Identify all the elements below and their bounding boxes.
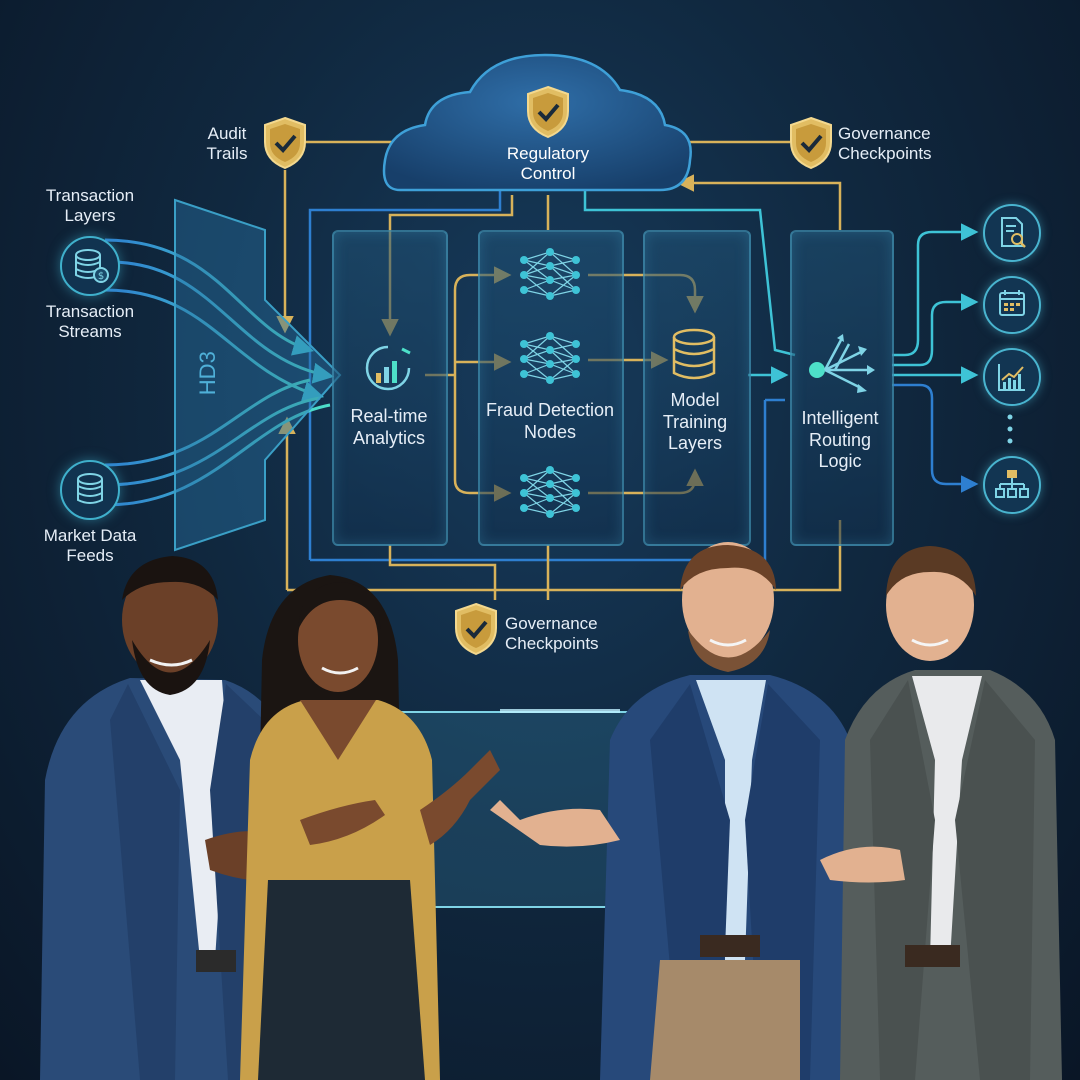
market-data-feeds-label: Market Data Feeds — [43, 526, 137, 566]
audit-shield-icon — [264, 116, 306, 170]
svg-text:$: $ — [98, 271, 104, 282]
line-chart-icon — [983, 348, 1041, 406]
regulatory-shield-icon — [527, 85, 569, 139]
governance-top-label: Governance Checkpoints — [838, 124, 932, 164]
analytics-chart-icon — [365, 345, 411, 391]
governance-bottom-shield-icon — [455, 602, 497, 656]
hierarchy-icon — [983, 456, 1041, 514]
transaction-database-icon: $ — [60, 236, 120, 296]
neural-network-icon-3 — [520, 466, 580, 518]
people-illustration — [40, 542, 1062, 1080]
document-search-icon — [983, 204, 1041, 262]
calendar-icon — [983, 276, 1041, 334]
neural-network-icon-2 — [520, 332, 580, 384]
model-panel — [643, 230, 751, 546]
market-database-icon — [60, 460, 120, 520]
audit-trails-label: Audit Trails — [206, 124, 248, 164]
governance-bottom-label: Governance Checkpoints — [505, 614, 599, 654]
neural-network-icon-1 — [520, 248, 580, 300]
realtime-analytics-label: Real-time Analytics — [350, 406, 428, 448]
routing-branch-icon — [809, 334, 875, 393]
ingest-panel-text: HD3 — [194, 351, 220, 396]
transaction-layers-label: Transaction Layers — [45, 186, 135, 226]
intelligent-routing-label: Intelligent Routing Logic — [801, 408, 879, 472]
model-database-icon — [672, 328, 716, 380]
person-3 — [490, 542, 855, 1080]
routing-panel — [790, 230, 894, 546]
regulatory-control-label: Regulatory Control — [506, 144, 590, 184]
fraud-detection-label: Fraud Detection Nodes — [485, 400, 615, 442]
person-2 — [240, 575, 500, 1080]
person-4 — [820, 546, 1062, 1080]
model-training-label: Model Training Layers — [662, 390, 728, 454]
vertical-ellipsis-icon — [1007, 414, 1013, 444]
governance-top-shield-icon — [790, 116, 832, 170]
transaction-streams-label: Transaction Streams — [45, 302, 135, 342]
